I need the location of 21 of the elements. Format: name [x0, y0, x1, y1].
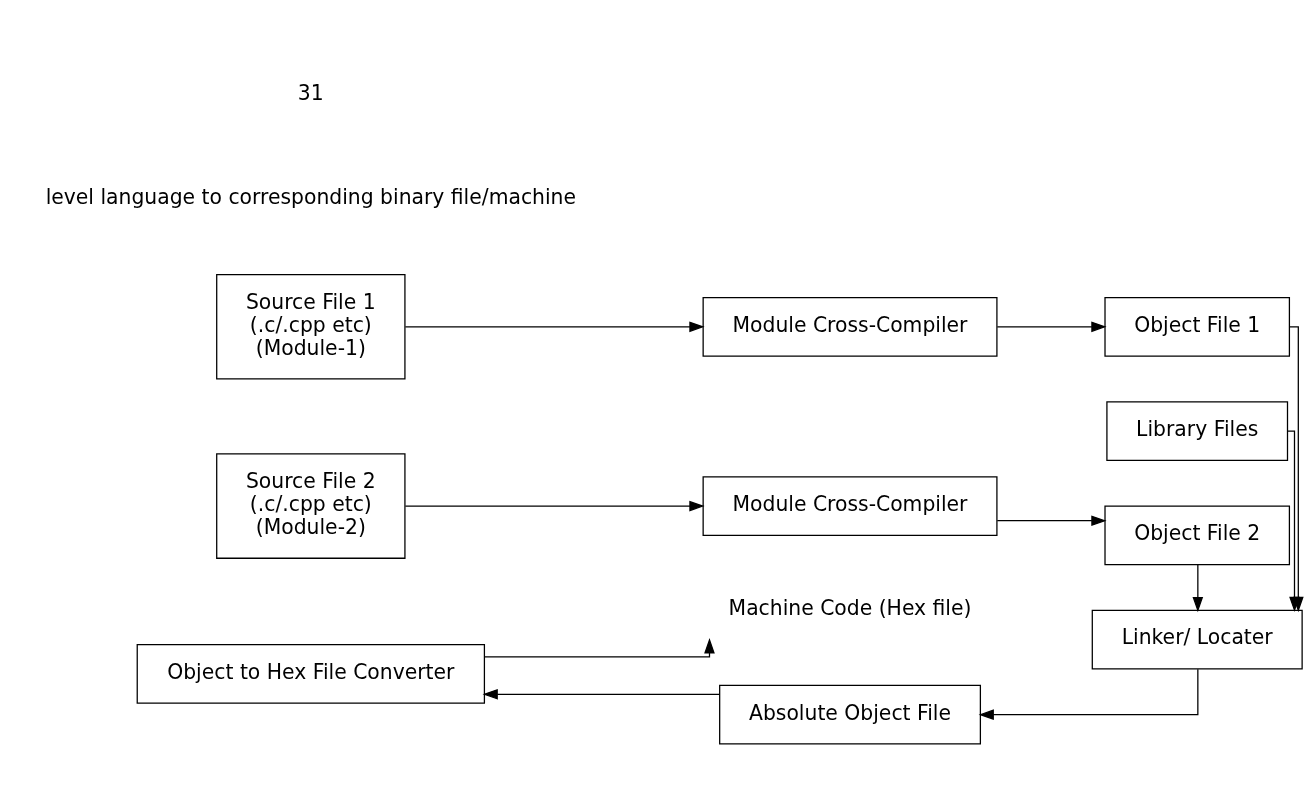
label: level language to corresponding binary file/machine — [45, 185, 576, 210]
node-box: Object File 1 — [1104, 296, 1291, 357]
node-box: Absolute Object File — [719, 684, 981, 745]
node-box: Library Files — [1106, 401, 1289, 461]
node-box: Source File 2 (.c/.cpp etc) (Module-2) — [216, 453, 406, 559]
node-box: Object File 2 — [1104, 505, 1291, 566]
node-box: Module Cross-Compiler — [702, 476, 998, 536]
arrow — [978, 668, 1199, 720]
arrow — [482, 688, 721, 700]
label: 31 — [297, 81, 324, 106]
arrow — [996, 321, 1107, 333]
node-box: Module Cross-Compiler — [702, 296, 998, 357]
arrow — [483, 638, 715, 658]
arrow — [404, 321, 705, 333]
arrow — [404, 500, 705, 512]
arrow — [1192, 564, 1204, 613]
arrow — [996, 515, 1107, 527]
node-text: Machine Code (Hex file) — [728, 596, 972, 621]
node-box: Source File 1 (.c/.cpp etc) (Module-1) — [216, 274, 406, 380]
node-box: Linker/ Locater — [1091, 609, 1303, 670]
node-box: Object to Hex File Converter — [136, 644, 486, 704]
